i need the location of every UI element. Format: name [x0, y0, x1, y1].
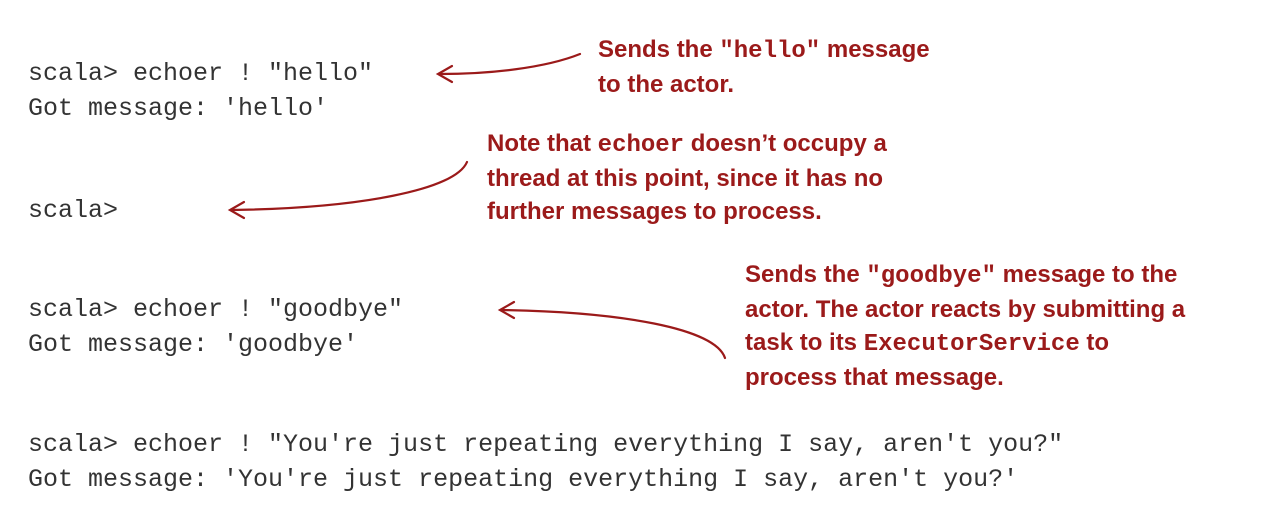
- annotation-idle-line-3: further messages to process.: [487, 198, 822, 225]
- repl-prompt-idle: scala>: [28, 196, 119, 225]
- annotation-goodbye-line-1: Sends the "goodbye" message to the: [745, 258, 1185, 293]
- annotation-code: "goodbye": [866, 263, 996, 290]
- annotation-goodbye: Sends the "goodbye" message to the actor…: [745, 258, 1185, 394]
- repl-output-goodbye: Got message: 'goodbye': [28, 330, 359, 359]
- annotation-goodbye-line-3: task to its ExecutorService to: [745, 326, 1185, 361]
- annotation-code: ExecutorService: [863, 331, 1080, 358]
- annotation-idle-line-1: Note that echoer doesn’t occupy a: [487, 127, 887, 162]
- annotation-hello-line-1: Sends the "hello" message: [598, 33, 930, 68]
- annotation-hello-line-2: to the actor.: [598, 71, 735, 98]
- repl-output-hello: Got message: 'hello': [28, 94, 329, 123]
- annotation-text: to: [1079, 329, 1110, 356]
- repl-input-repeating: scala> echoer ! "You're just repeating e…: [28, 430, 1064, 459]
- annotation-text: message to the: [995, 261, 1178, 288]
- annotation-hello: Sends the "hello" message to the actor.: [598, 33, 930, 101]
- annotation-text: Note that: [487, 130, 598, 157]
- arrow-goodbye: [500, 308, 727, 360]
- repl-output-repeating: Got message: 'You're just repeating ever…: [28, 465, 1019, 494]
- annotation-idle: Note that echoer doesn’t occupy a thread…: [487, 127, 887, 228]
- arrowhead-idle: [227, 200, 246, 220]
- arrowhead-goodbye: [497, 300, 516, 320]
- arrow-idle: [230, 160, 469, 212]
- arrow-hello: [438, 52, 582, 76]
- annotation-goodbye-line-4: process that message.: [745, 364, 1004, 391]
- annotation-idle-line-2: thread at this point, since it has no: [487, 165, 884, 192]
- annotation-text: message: [820, 36, 930, 63]
- annotation-goodbye-line-2: actor. The actor reacts by submitting a: [745, 296, 1186, 323]
- annotation-code: echoer: [597, 132, 685, 159]
- repl-input-hello: scala> echoer ! "hello": [28, 59, 374, 88]
- annotation-code: "hello": [719, 38, 821, 65]
- annotation-text: Sends the: [745, 261, 867, 288]
- annotation-text: doesn’t occupy a: [684, 130, 887, 157]
- arrowhead-hello: [435, 64, 454, 84]
- annotation-text: task to its: [745, 329, 864, 356]
- repl-input-goodbye: scala> echoer ! "goodbye": [28, 295, 404, 324]
- annotation-text: Sends the: [598, 36, 720, 63]
